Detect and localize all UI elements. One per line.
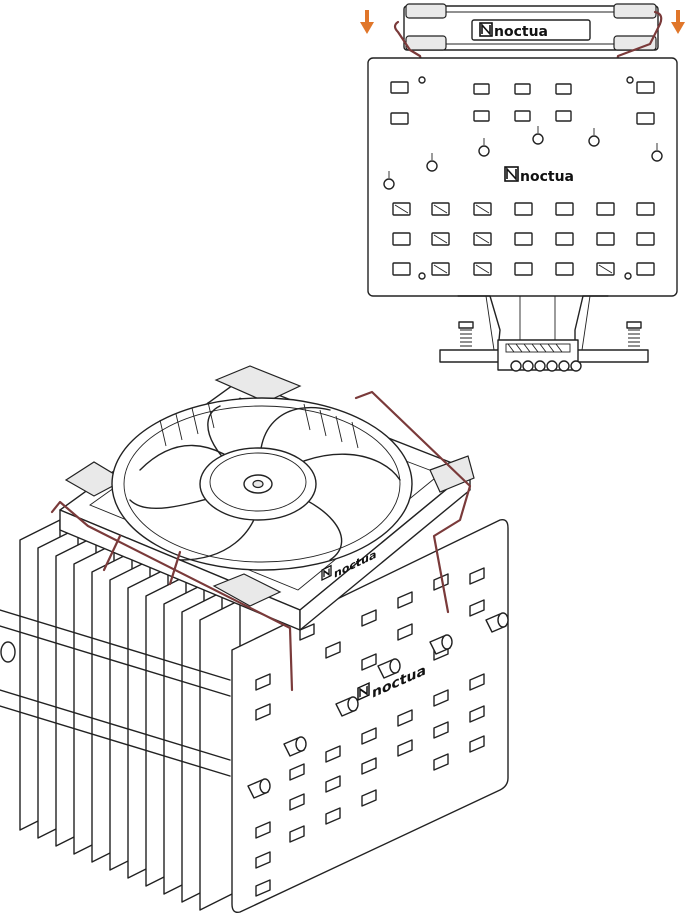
fan-logo-text: noctua [494, 24, 548, 40]
fan-iso: noctua [59, 365, 475, 631]
fin-pegs-iso [247, 612, 509, 799]
fin-cutouts-front [383, 76, 663, 280]
fin-logo-text: noctua [520, 169, 574, 185]
noctua-logo-icon [321, 564, 332, 581]
noctua-logo-icon [479, 22, 493, 37]
down-arrow-icon [360, 10, 374, 34]
noctua-logo-icon [357, 682, 370, 702]
front-view: noctua [360, 3, 685, 372]
down-arrow-icon [671, 10, 685, 34]
fan-front-view: noctua [403, 3, 659, 51]
cooler-base-front [439, 295, 649, 372]
isometric-view: noctua [0, 365, 509, 914]
fin-cutouts-iso [255, 542, 485, 897]
heatsink-fins-iso [0, 519, 241, 911]
noctua-logo-icon [504, 166, 519, 182]
